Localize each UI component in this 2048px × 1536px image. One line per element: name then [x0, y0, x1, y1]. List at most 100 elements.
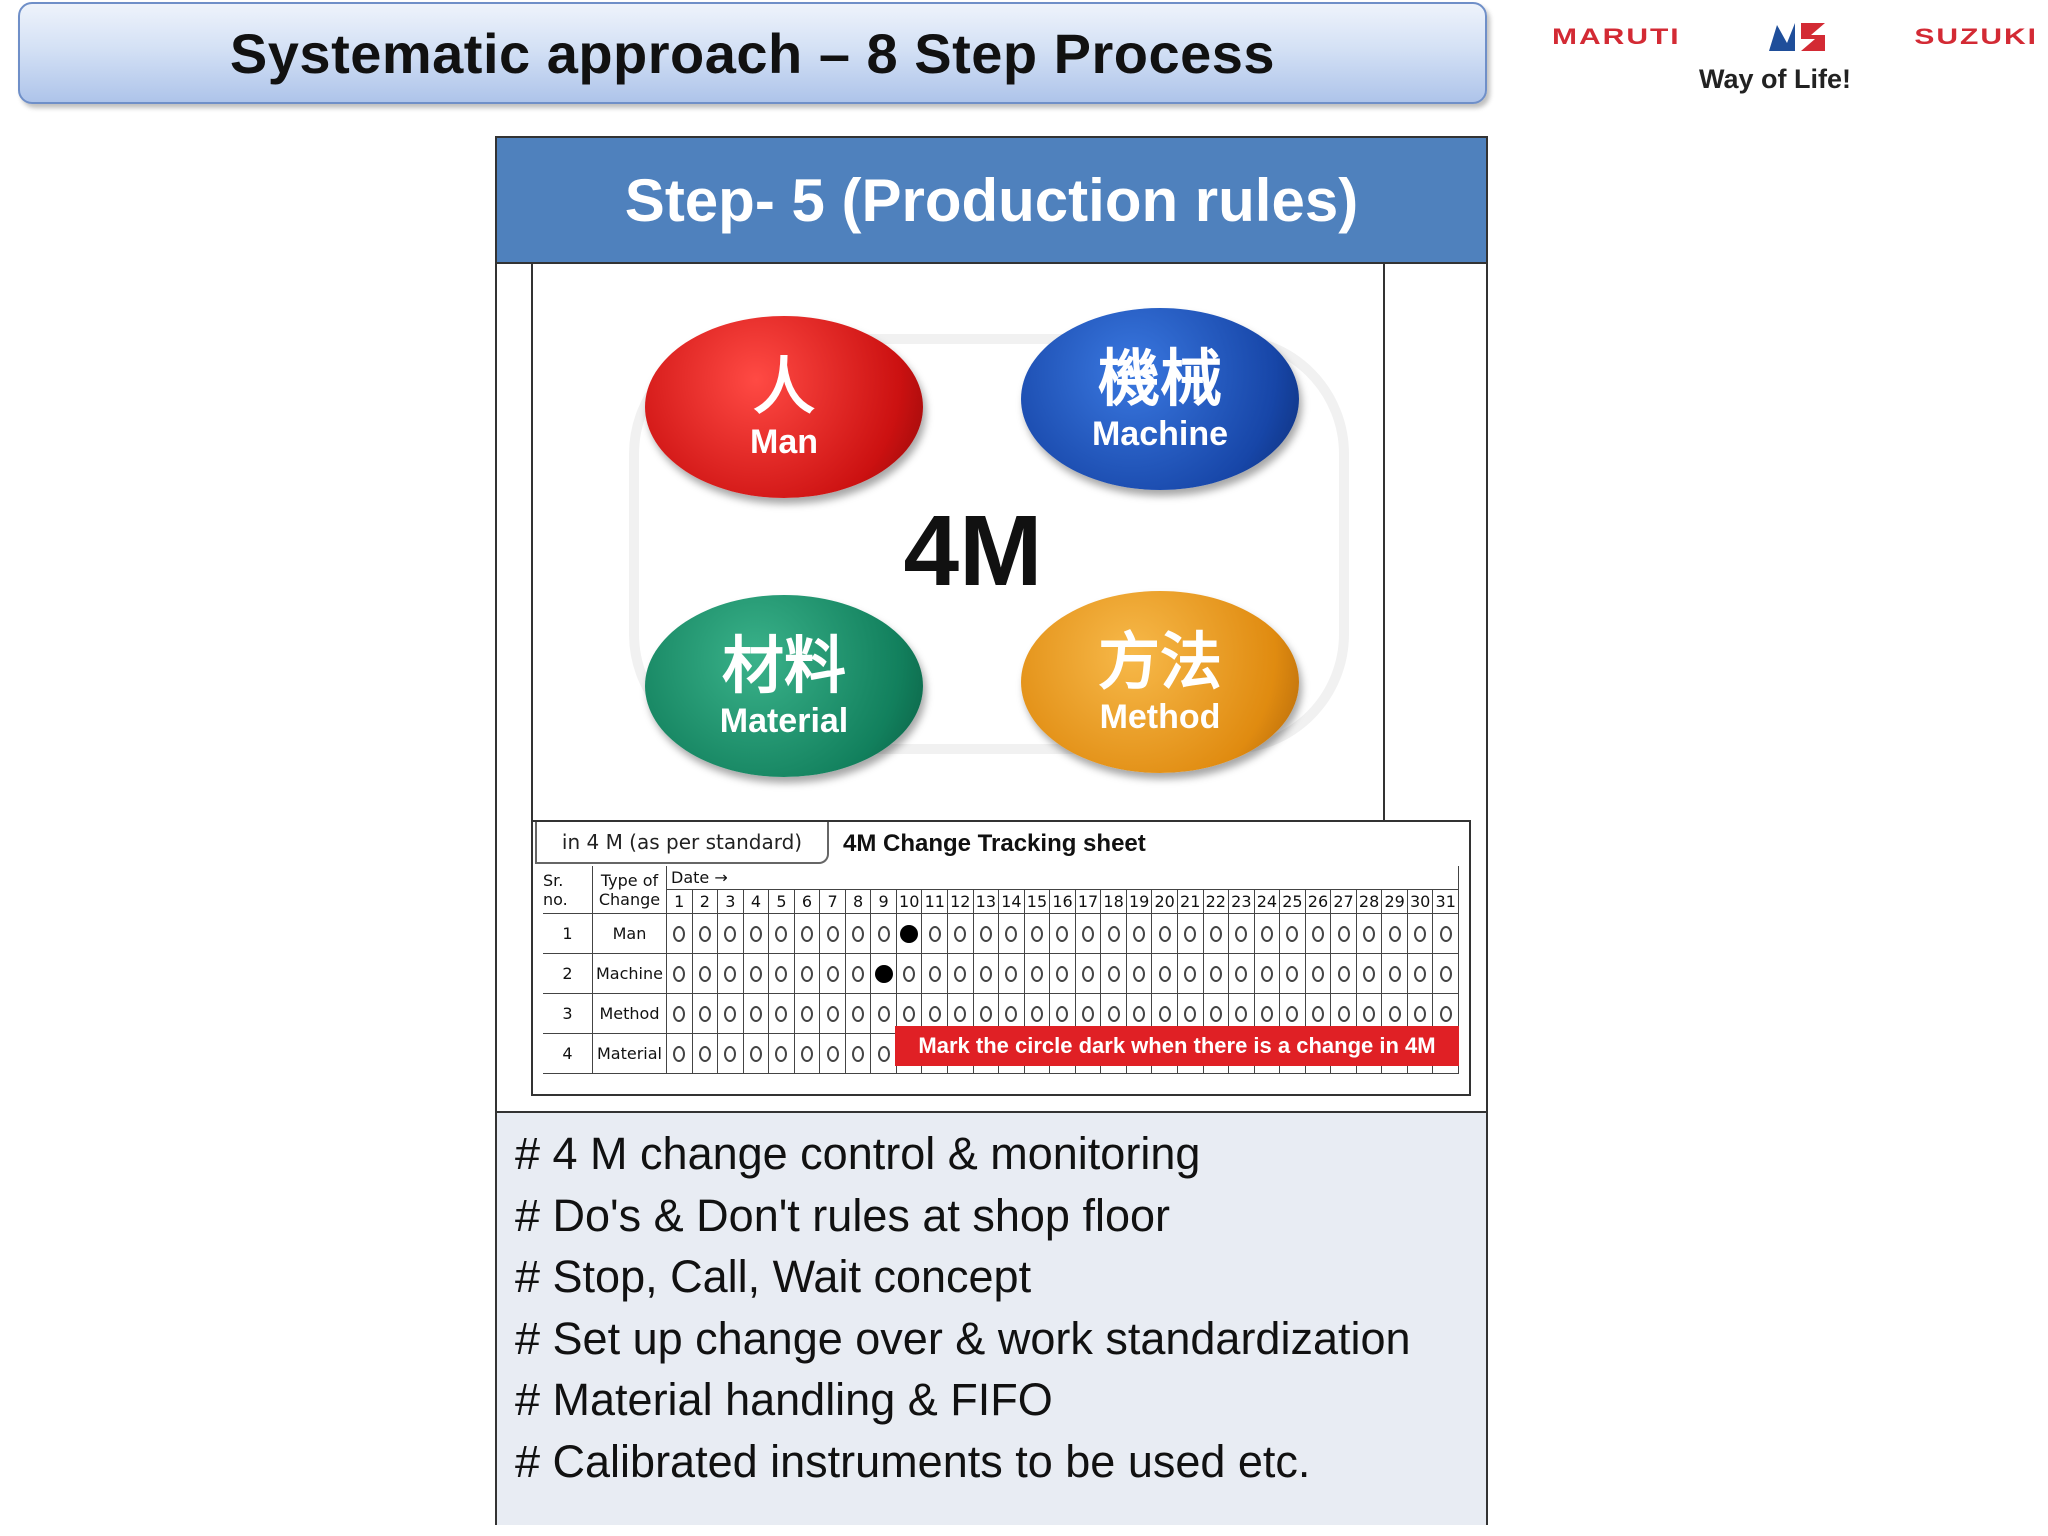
- empty-circle-icon: [928, 1005, 941, 1022]
- day-header: 8: [845, 890, 872, 914]
- day-cell: [820, 914, 846, 954]
- day-cell: [692, 914, 719, 954]
- material-kanji: 材料: [721, 629, 846, 702]
- empty-circle-icon: [954, 965, 967, 982]
- empty-circle-icon: [1082, 925, 1095, 942]
- empty-circle-icon: [1286, 965, 1299, 982]
- day-cell: [871, 914, 897, 954]
- day-header: 4: [743, 890, 770, 914]
- day-cell: [1203, 914, 1230, 954]
- type-header-line2: Change: [598, 889, 661, 909]
- material-circle: 材料 Material: [645, 595, 923, 777]
- day-cell: [845, 994, 872, 1034]
- empty-circle-icon: [1337, 925, 1350, 942]
- day-cell: [769, 954, 795, 994]
- man-circle: 人 Man: [645, 316, 923, 498]
- empty-circle-icon: [673, 925, 686, 942]
- empty-circle-icon: [749, 925, 762, 942]
- day-cell: [1101, 954, 1127, 994]
- day-cell: [1024, 914, 1051, 954]
- four-m-diagram: 人 Man 機械 Machine 4M 材料 Material 方法 Metho…: [531, 264, 1385, 820]
- method-circle: 方法 Method: [1021, 591, 1299, 773]
- empty-circle-icon: [698, 1005, 711, 1022]
- empty-circle-icon: [1414, 965, 1427, 982]
- day-header: 9: [871, 890, 897, 914]
- empty-circle-icon: [1260, 965, 1273, 982]
- day-header: 16: [1050, 890, 1076, 914]
- machine-kanji: 機械: [1097, 342, 1222, 415]
- empty-circle-icon: [1005, 965, 1018, 982]
- machine-circle: 機械 Machine: [1021, 308, 1299, 490]
- type-header-line1: Type of: [600, 870, 659, 890]
- empty-circle-icon: [1158, 925, 1171, 942]
- row-type: Material: [593, 1034, 667, 1074]
- day-cell: [1177, 954, 1204, 994]
- day-cell: [973, 914, 1000, 954]
- empty-circle-icon: [801, 965, 813, 982]
- day-cell: [769, 914, 795, 954]
- empty-circle-icon: [877, 1005, 890, 1022]
- day-header: 19: [1126, 890, 1153, 914]
- day-cell: [667, 994, 693, 1034]
- day-header: 29: [1382, 890, 1408, 914]
- day-cell: [820, 1034, 846, 1074]
- day-header: 6: [794, 890, 821, 914]
- day-cell: [718, 954, 744, 994]
- tracking-sheet: in 4 M (as per standard) 4M Change Track…: [531, 820, 1471, 1096]
- sr-no-header: Sr. no.: [543, 866, 593, 914]
- empty-circle-icon: [1388, 925, 1401, 942]
- empty-circle-icon: [775, 965, 788, 982]
- empty-circle-icon: [1005, 1005, 1018, 1022]
- slide-title: Systematic approach – 8 Step Process: [229, 21, 1276, 85]
- empty-circle-icon: [1286, 1005, 1299, 1022]
- day-cell: [743, 1034, 770, 1074]
- empty-circle-icon: [877, 925, 890, 942]
- empty-circle-icon: [877, 1045, 890, 1062]
- empty-circle-icon: [1056, 965, 1069, 982]
- empty-circle-icon: [826, 1045, 839, 1062]
- day-cell: [692, 994, 719, 1034]
- bullet-item: # Calibrated instruments to be used etc.: [515, 1435, 1311, 1487]
- empty-circle-icon: [852, 925, 865, 942]
- empty-circle-icon: [852, 1045, 865, 1062]
- empty-circle-icon: [1030, 1005, 1043, 1022]
- day-header: 21: [1177, 890, 1204, 914]
- empty-circle-icon: [1030, 925, 1043, 942]
- day-cell: [743, 994, 770, 1034]
- connector-ring: [629, 334, 1349, 754]
- empty-circle-icon: [1414, 925, 1427, 942]
- day-header: 18: [1101, 890, 1127, 914]
- day-cell: [1254, 954, 1281, 994]
- day-cell: [1152, 914, 1178, 954]
- empty-circle-icon: [928, 965, 941, 982]
- day-cell: [1331, 954, 1357, 994]
- day-cell: [896, 914, 923, 954]
- empty-circle-icon: [775, 1005, 788, 1022]
- empty-circle-icon: [826, 925, 839, 942]
- logo-tagline: Way of Life!: [1699, 64, 1851, 94]
- day-cell: [1050, 914, 1076, 954]
- empty-circle-icon: [1311, 965, 1324, 982]
- day-header: 28: [1356, 890, 1383, 914]
- row-sr-no: 2: [543, 954, 593, 994]
- day-cell: [820, 994, 846, 1034]
- material-label: Material: [719, 702, 849, 740]
- day-cell: [769, 994, 795, 1034]
- day-cell: [1331, 914, 1357, 954]
- empty-circle-icon: [775, 925, 788, 942]
- day-header: 13: [973, 890, 1000, 914]
- empty-circle-icon: [1082, 1005, 1095, 1022]
- row-sr-no: 1: [543, 914, 593, 954]
- empty-circle-icon: [954, 1005, 967, 1022]
- empty-circle-icon: [1414, 1005, 1427, 1022]
- empty-circle-icon: [801, 925, 813, 942]
- empty-circle-icon: [1209, 1005, 1222, 1022]
- day-cell: [794, 954, 821, 994]
- empty-circle-icon: [903, 965, 916, 982]
- method-label: Method: [1099, 698, 1221, 736]
- empty-circle-icon: [1388, 965, 1401, 982]
- day-cell: [845, 954, 872, 994]
- empty-circle-icon: [1056, 1005, 1069, 1022]
- day-cell: [1407, 954, 1434, 994]
